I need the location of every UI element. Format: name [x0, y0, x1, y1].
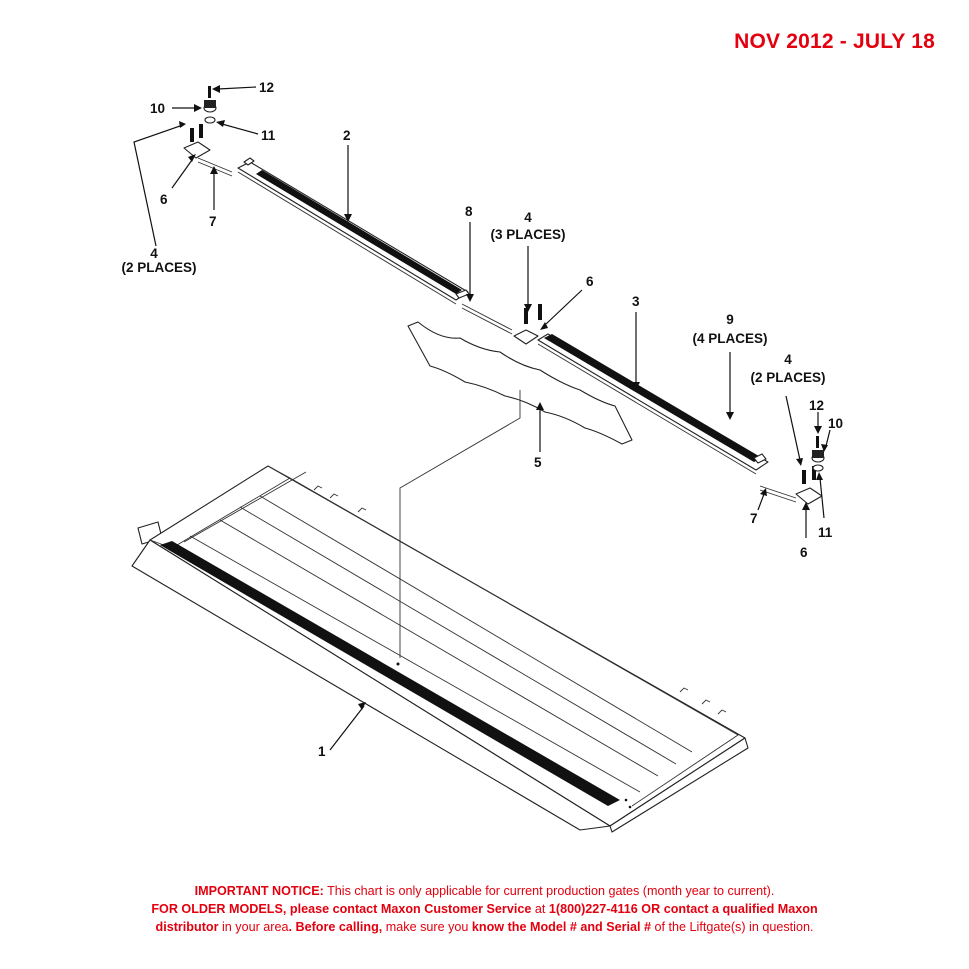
hardware-right-drawing: [795, 436, 825, 505]
important-notice: IMPORTANT NOTICE: This chart is only app…: [0, 882, 969, 936]
callout-12-left: 12: [259, 80, 274, 95]
callout-4-right: 4: [784, 352, 792, 367]
notice-line-3: distributor in your area. Before calling…: [0, 918, 969, 936]
callout-11-left: 11: [261, 128, 276, 143]
callout-7-left: 7: [209, 214, 217, 229]
notice-line-2: FOR OLDER MODELS, please contact Maxon C…: [0, 900, 969, 918]
callout-2: 2: [343, 128, 351, 143]
notice-line-3-text-c: of the Liftgate(s) in question: [651, 920, 810, 934]
callout-9: 9: [726, 312, 734, 327]
callout-9-qty: (4 PLACES): [692, 331, 767, 346]
notice-line-1: IMPORTANT NOTICE: This chart is only app…: [0, 882, 969, 900]
callout-10-right: 10: [828, 416, 843, 431]
date-range-title: NOV 2012 - JULY 18: [734, 30, 935, 53]
notice-line-3-text-b: make sure you: [382, 920, 472, 934]
callout-4-left: 4: [150, 246, 158, 261]
notice-line-2-text: at: [531, 902, 549, 916]
callout-5: 5: [534, 455, 542, 470]
notice-phone: 1(800)227-4116 OR contact a qualified Ma…: [548, 902, 818, 916]
callout-4-right-qty: (2 PLACES): [750, 370, 825, 385]
rail-right-drawing: [537, 333, 769, 475]
notice-line-1-text: This chart is only applicable for curren…: [323, 884, 775, 898]
callout-7-right: 7: [750, 511, 758, 526]
callout-8: 8: [465, 204, 473, 219]
callout-6-mid: 6: [586, 274, 594, 289]
callout-10-left: 10: [150, 101, 165, 116]
parts-diagram: 1 2 3 4 (2 PLACES) 4 (3 PLACES) 4 (2 PLA…: [121, 80, 843, 833]
notice-distributor: distributor: [155, 920, 219, 934]
callout-1: 1: [318, 744, 326, 759]
hardware-mid-drawing: [513, 304, 542, 345]
callout-4-left-qty: (2 PLACES): [121, 260, 196, 275]
callout-12-right: 12: [809, 398, 824, 413]
callout-6-left: 6: [160, 192, 168, 207]
notice-line-3-text-a: in your area: [218, 920, 289, 934]
hardware-left-drawing: [183, 86, 217, 159]
weather-strip-drawing: [407, 321, 633, 445]
callout-11-right: 11: [818, 525, 833, 540]
callout-3: 3: [632, 294, 640, 309]
callout-4-mid-qty: (3 PLACES): [490, 227, 565, 242]
leader-lines: [133, 85, 831, 751]
callout-6-right: 6: [800, 545, 808, 560]
rail-left-drawing: [237, 157, 470, 305]
pins-drawing: [197, 157, 797, 503]
notice-line-3-end: .: [809, 920, 814, 934]
notice-older-models: FOR OLDER MODELS, please contact Maxon C…: [151, 902, 532, 916]
callout-4-mid: 4: [524, 210, 532, 225]
notice-before-calling: . Before calling,: [288, 920, 383, 934]
notice-heading: IMPORTANT NOTICE:: [194, 884, 324, 898]
notice-model-serial: know the Model # and Serial #: [471, 920, 652, 934]
platform-drawing: [131, 465, 749, 833]
